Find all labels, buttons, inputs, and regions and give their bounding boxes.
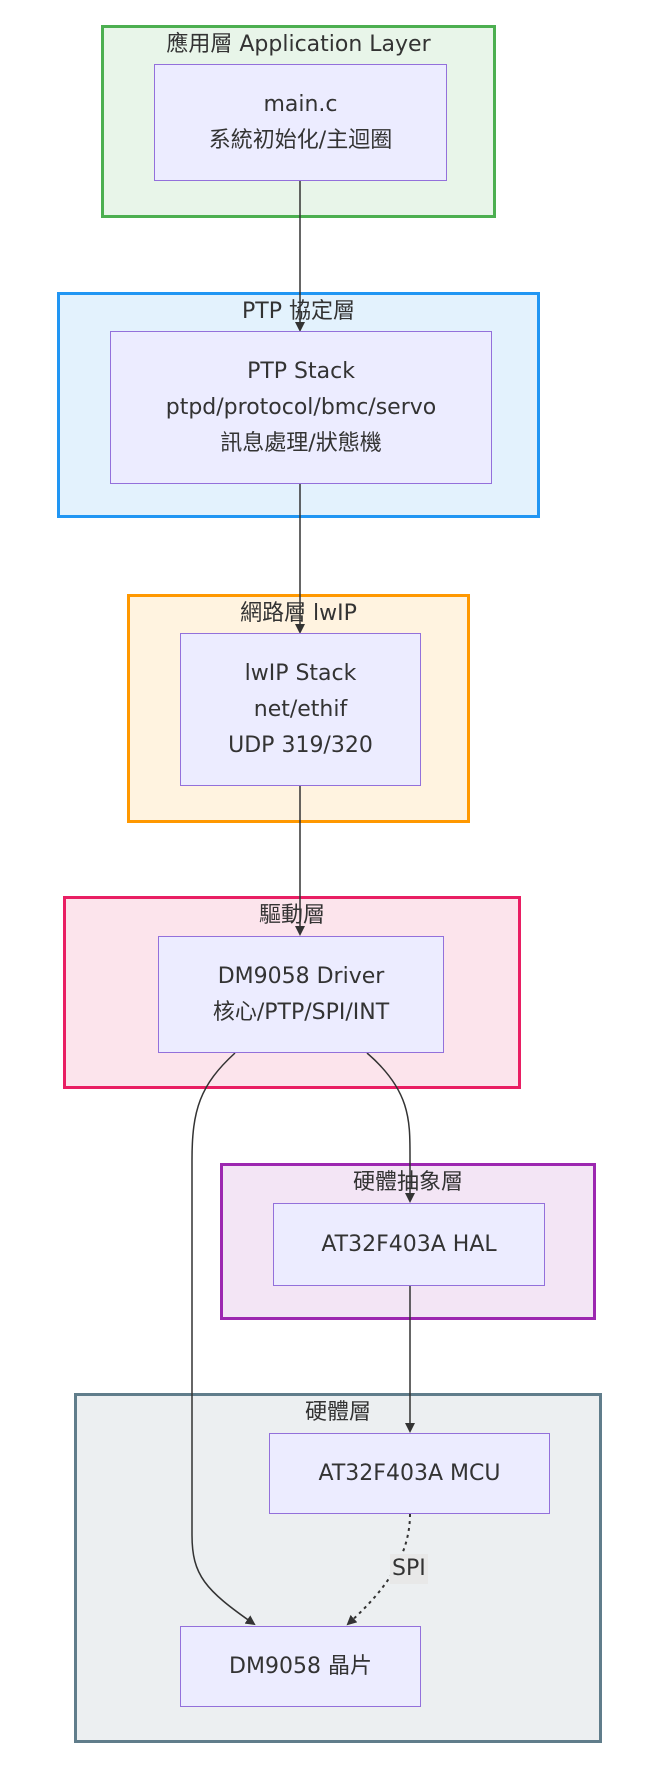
node-lwip-stack[interactable]: lwIP Stack net/ethif UDP 319/320 <box>180 633 421 786</box>
layer-network-title: 網路層 lwIP <box>240 601 357 626</box>
node-dm9058-driver[interactable]: DM9058 Driver 核心/PTP/SPI/INT <box>158 936 444 1053</box>
edge-driver-to-hal <box>366 1052 415 1203</box>
node-main-line-2: 系統初始化/主迴圈 <box>208 127 393 153</box>
node-ptp-stack-line-1: PTP Stack <box>247 358 355 384</box>
node-lwip-line-3: UDP 319/320 <box>228 732 373 758</box>
node-at32-hal[interactable]: AT32F403A HAL <box>273 1203 545 1286</box>
layer-hardware-title: 硬體層 <box>304 1400 371 1425</box>
node-mcu-line-1: AT32F403A MCU <box>318 1460 501 1486</box>
node-at32-mcu[interactable]: AT32F403A MCU <box>269 1433 550 1514</box>
node-main[interactable]: main.c 系統初始化/主迴圈 <box>154 64 447 181</box>
node-dm9058-chip[interactable]: DM9058 晶片 <box>180 1626 421 1707</box>
node-chip-line-1: DM9058 晶片 <box>229 1653 372 1679</box>
node-ptp-stack-line-3: 訊息處理/狀態機 <box>220 430 382 456</box>
node-main-line-1: main.c <box>263 91 338 117</box>
node-driver-line-1: DM9058 Driver <box>217 963 385 989</box>
node-ptp-stack[interactable]: PTP Stack ptpd/protocol/bmc/servo 訊息處理/狀… <box>110 331 492 484</box>
node-ptp-stack-line-2: ptpd/protocol/bmc/servo <box>165 394 437 420</box>
layer-hal-title: 硬體抽象層 <box>352 1170 463 1195</box>
edge-label-spi: SPI <box>390 1554 428 1584</box>
edge-driver-to-chip <box>191 1052 256 1626</box>
layer-ptp-title: PTP 協定層 <box>242 299 355 324</box>
layer-driver-title: 驅動層 <box>258 903 325 928</box>
node-hal-line-1: AT32F403A HAL <box>321 1231 497 1257</box>
node-driver-line-2: 核心/PTP/SPI/INT <box>212 999 390 1025</box>
layer-application-title: 應用層 Application Layer <box>166 32 431 57</box>
node-lwip-line-1: lwIP Stack <box>244 660 357 686</box>
node-lwip-line-2: net/ethif <box>253 696 348 722</box>
